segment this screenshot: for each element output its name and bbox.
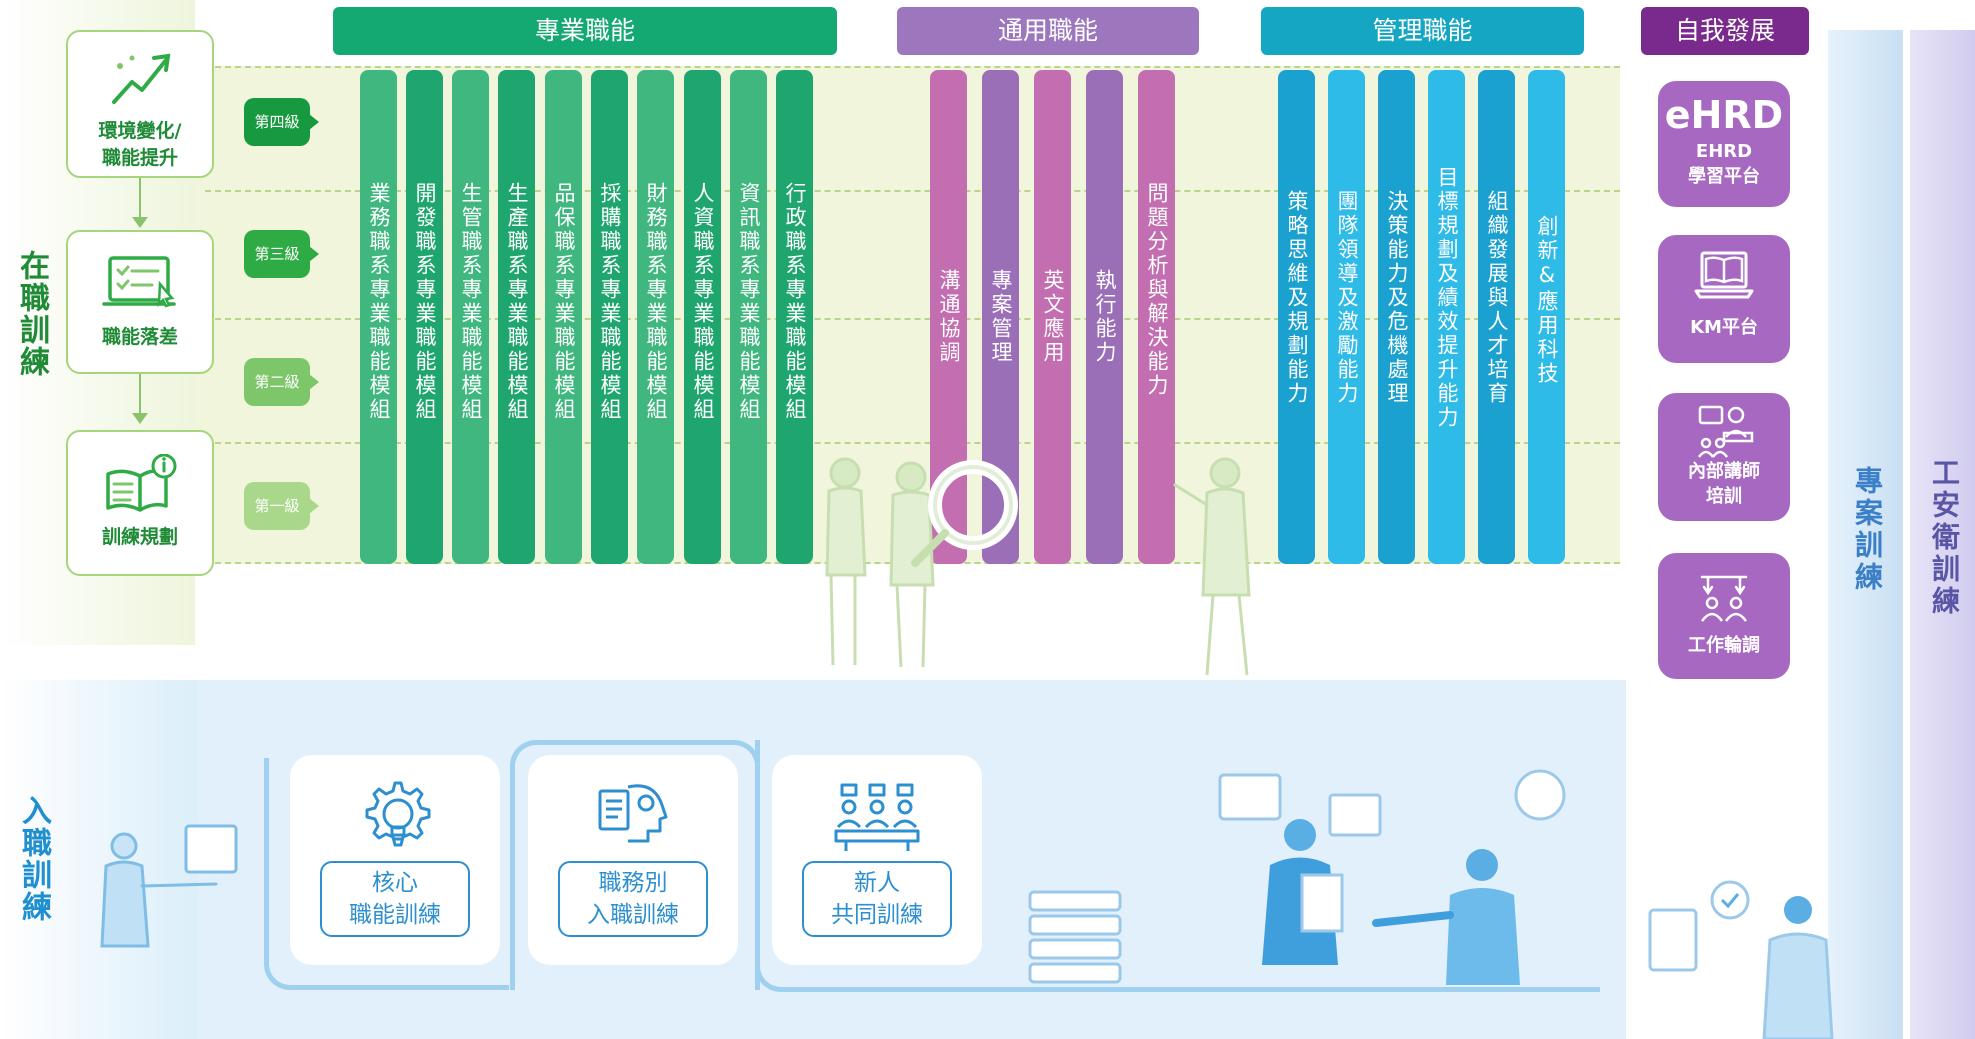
growth-chart-icon bbox=[112, 53, 171, 104]
step-label: 職能落差 bbox=[101, 326, 178, 348]
role-onboarding-label: 職務別 入職訓練 bbox=[558, 861, 708, 937]
step-label: 環境變化/ 職能提升 bbox=[98, 120, 182, 169]
job-rotation-card[interactable]: 工作輪調 bbox=[1658, 553, 1790, 679]
category-self-development: 自我發展 bbox=[1641, 7, 1809, 55]
km-platform-label: KM平台 bbox=[1690, 317, 1758, 338]
internal-lecturer-label: 內部講師 培訓 bbox=[1688, 461, 1760, 507]
section-label-on-job: 在職訓練 bbox=[14, 250, 49, 378]
core-competency-label: 核心 職能訓練 bbox=[320, 861, 470, 937]
step-environment-change: 環境變化/ 職能提升 bbox=[66, 30, 214, 178]
professional-module-bar: 生管職系專業職能模組 bbox=[452, 70, 489, 564]
management-module-bar: 組織發展與人才培育 bbox=[1478, 70, 1515, 564]
step-training-plan: 訓練規劃 bbox=[66, 430, 214, 576]
km-platform-card[interactable]: KM平台 bbox=[1658, 235, 1790, 363]
new-hire-common-label: 新人 共同訓練 bbox=[802, 861, 952, 937]
section-label-onboarding: 入職訓練 bbox=[16, 795, 51, 923]
project-training-band bbox=[1828, 30, 1903, 1039]
step-label: 訓練規劃 bbox=[101, 526, 178, 548]
level-3-badge: 第三級 bbox=[244, 230, 319, 278]
group-meeting-icon bbox=[834, 783, 920, 851]
category-general: 通用職能 bbox=[897, 7, 1199, 55]
professional-module-bar: 資訊職系專業職能模組 bbox=[730, 70, 767, 564]
people-magnifier-illustration bbox=[825, 457, 1251, 676]
level-2-badge: 第二級 bbox=[244, 358, 319, 406]
general-module-bar: 執行能力 bbox=[1086, 70, 1123, 564]
training-path-track bbox=[755, 740, 1600, 992]
level-divider bbox=[205, 442, 1620, 444]
flow-arrow bbox=[132, 374, 148, 424]
category-management: 管理職能 bbox=[1261, 7, 1584, 55]
head-document-icon bbox=[598, 784, 668, 843]
level-divider bbox=[205, 190, 1620, 192]
core-competency-card[interactable]: 核心 職能訓練 bbox=[290, 755, 500, 965]
ehrd-card[interactable]: eHRD EHRD 學習平台 bbox=[1658, 81, 1790, 207]
level-divider bbox=[205, 318, 1620, 320]
training-path-track bbox=[264, 758, 509, 990]
screen-checklist-icon bbox=[102, 256, 176, 308]
management-module-bar: 團隊領導及激勵能力 bbox=[1328, 70, 1365, 564]
server-rack-illustration bbox=[1028, 890, 1122, 984]
level-divider bbox=[205, 66, 1620, 68]
professional-module-bar: 財務職系專業職能模組 bbox=[637, 70, 674, 564]
step-competency-gap: 職能落差 bbox=[66, 230, 214, 374]
professional-module-bar: 採購職系專業職能模組 bbox=[591, 70, 628, 564]
onboarding-band bbox=[0, 680, 198, 1039]
professional-module-bar: 業務職系專業職能模組 bbox=[360, 70, 397, 564]
professional-module-bar: 品保職系專業職能模組 bbox=[545, 70, 582, 564]
safety-training-label: 工安衛訓練 bbox=[1928, 458, 1961, 618]
ehrd-subtitle: EHRD 學習平台 bbox=[1688, 141, 1760, 187]
flow-arrow bbox=[132, 178, 148, 228]
general-module-bar: 英文應用 bbox=[1034, 70, 1071, 564]
new-hire-common-card[interactable]: 新人 共同訓練 bbox=[772, 755, 982, 965]
project-training-label: 專案訓練 bbox=[1851, 466, 1884, 594]
professional-module-bar: 生產職系專業職能模組 bbox=[498, 70, 535, 564]
safety-training-band bbox=[1910, 30, 1975, 1039]
professional-module-bar: 開發職系專業職能模組 bbox=[406, 70, 443, 564]
ehrd-logo-text: eHRD bbox=[1664, 93, 1784, 137]
management-module-bar: 創新&應用科技 bbox=[1528, 70, 1565, 564]
level-1-badge: 第一級 bbox=[244, 482, 319, 530]
category-professional: 專業職能 bbox=[333, 7, 837, 55]
laptop-book-icon bbox=[1694, 251, 1754, 299]
presenter-illustration bbox=[100, 824, 238, 948]
level-4-badge: 第四級 bbox=[244, 98, 319, 146]
professional-module-bar: 行政職系專業職能模組 bbox=[776, 70, 813, 564]
lecturer-icon bbox=[1697, 405, 1754, 458]
general-module-bar: 問題分析與解決能力 bbox=[1138, 70, 1175, 564]
gear-bulb-icon bbox=[365, 781, 431, 847]
role-onboarding-card[interactable]: 職務別 入職訓練 bbox=[528, 755, 738, 965]
book-info-icon bbox=[106, 454, 177, 512]
management-module-bar: 目標規劃及績效提升能力 bbox=[1428, 70, 1465, 564]
management-module-bar: 策略思維及規劃能力 bbox=[1278, 70, 1315, 564]
job-rotation-label: 工作輪調 bbox=[1688, 635, 1760, 656]
management-module-bar: 決策能力及危機處理 bbox=[1378, 70, 1415, 564]
security-worker-illustration bbox=[1648, 880, 1834, 1039]
rotation-icon bbox=[1700, 575, 1748, 622]
internal-lecturer-card[interactable]: 內部講師 培訓 bbox=[1658, 393, 1790, 521]
collaboration-illustration bbox=[1218, 769, 1566, 985]
professional-module-bar: 人資職系專業職能模組 bbox=[684, 70, 721, 564]
